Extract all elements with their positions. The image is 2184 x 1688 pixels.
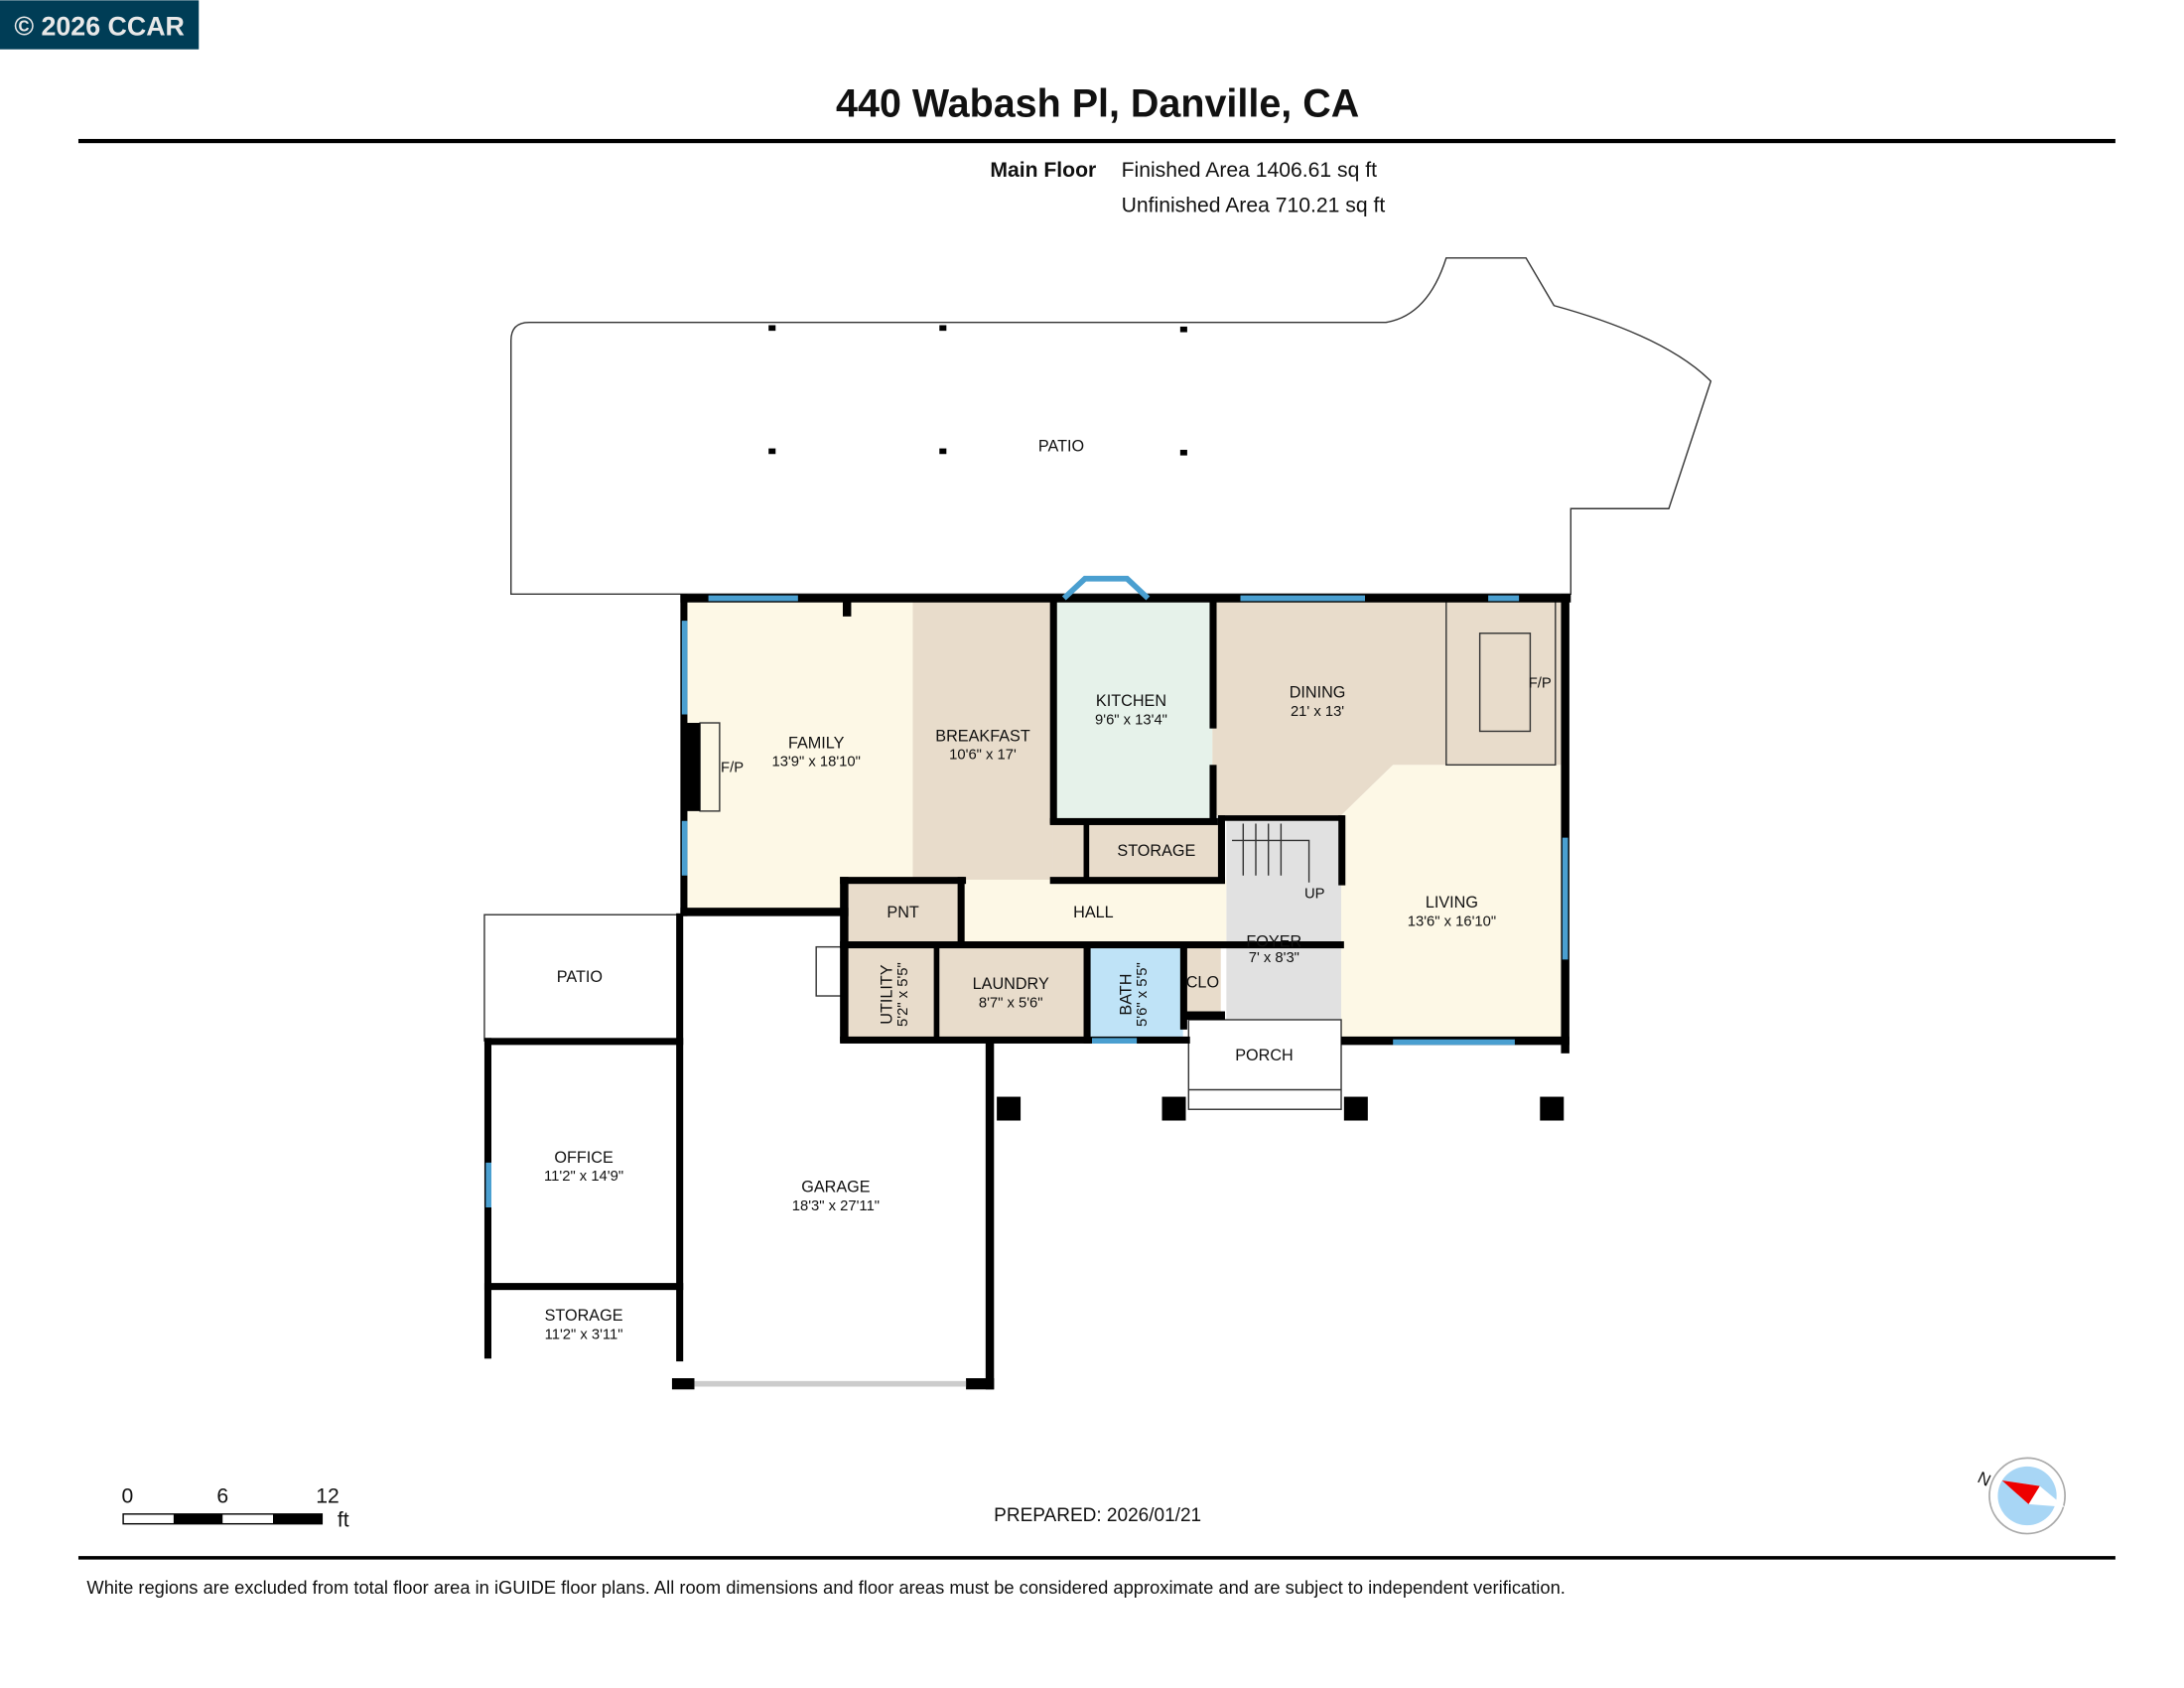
room-name-foyer: FOYER	[1246, 933, 1301, 951]
room-name-utility: UTILITY	[878, 964, 895, 1025]
room-dims-family: 13'9" x 18'10"	[771, 755, 860, 771]
windows	[485, 575, 1569, 1207]
room-dims-storage-2: 11'2" x 3'11"	[545, 1328, 623, 1343]
room-dims-living: 13'6" x 16'10"	[1408, 914, 1496, 930]
unfinished-area: Unfinished Area 710.21 sq ft	[1122, 194, 1386, 216]
fireplace-label-dining: F/P	[1529, 676, 1552, 692]
room-name-living: LIVING	[1426, 894, 1478, 912]
footer-divider	[77, 1556, 2116, 1560]
stairs-up-label: UP	[1304, 886, 1325, 902]
room-dims-breakfast: 10'6" x 17'	[949, 748, 1017, 764]
compass-icon: N	[1975, 1457, 2066, 1535]
room-dims-foyer: 7' x 8'3"	[1249, 950, 1299, 966]
page-title: 440 Wabash Pl, Danville, CA	[836, 81, 1359, 125]
patio-posts	[768, 325, 1187, 456]
finished-area: Finished Area 1406.61 sq ft	[1122, 159, 1378, 182]
room-dims-laundry: 8'7" x 5'6"	[979, 995, 1043, 1011]
floor-label: Main Floor	[990, 159, 1096, 182]
room-name-pnt: PNT	[887, 904, 919, 921]
room-name-patio-small: PATIO	[557, 968, 603, 986]
room-name-garage: GARAGE	[801, 1178, 871, 1196]
room-name-porch: PORCH	[1235, 1047, 1294, 1064]
room-name-dining: DINING	[1290, 684, 1346, 702]
scale-tick-12: 12	[316, 1485, 340, 1508]
room-name-laundry: LAUNDRY	[973, 975, 1049, 993]
room-name-family: FAMILY	[788, 734, 845, 752]
room-name-bath: BATH	[1117, 974, 1135, 1016]
room-dims-kitchen: 9'6" x 13'4"	[1095, 712, 1167, 728]
room-labels: PATIO FAMILY 13'9" x 18'10" BREAKFAST 10…	[544, 437, 1552, 1342]
scale-tick-6: 6	[216, 1485, 228, 1508]
fireplace-label-family: F/P	[721, 760, 744, 775]
room-fills	[683, 597, 1562, 1044]
room-dims-dining: 21' x 13'	[1291, 704, 1344, 720]
room-name-office: OFFICE	[554, 1149, 614, 1167]
patio-outline	[510, 257, 1712, 595]
room-dims-office: 11'2" x 14'9"	[544, 1169, 623, 1185]
copyright-badge: © 2026 CCAR	[0, 0, 200, 50]
room-name-clo: CLO	[1186, 974, 1219, 992]
scale-bar: 0 6 12 ft	[121, 1485, 348, 1532]
room-name-patio: PATIO	[1038, 437, 1084, 455]
room-name-storage: STORAGE	[1117, 842, 1195, 860]
room-dims-garage: 18'3" x 27'11"	[792, 1198, 880, 1214]
disclaimer: White regions are excluded from total fl…	[86, 1577, 1565, 1598]
room-name-hall: HALL	[1073, 904, 1114, 921]
room-dims-utility: 5'2" x 5'5"	[895, 962, 911, 1027]
prepared-date: PREPARED: 2026/01/21	[994, 1505, 1201, 1526]
scale-unit: ft	[338, 1509, 349, 1532]
copyright-text: © 2026 CCAR	[14, 12, 185, 42]
room-dims-bath: 5'6" x 5'5"	[1135, 962, 1151, 1027]
room-name-storage-2: STORAGE	[545, 1307, 623, 1325]
scale-tick-0: 0	[121, 1485, 133, 1508]
room-name-kitchen: KITCHEN	[1096, 692, 1166, 710]
title-divider	[77, 138, 2116, 144]
room-name-breakfast: BREAKFAST	[935, 727, 1030, 745]
